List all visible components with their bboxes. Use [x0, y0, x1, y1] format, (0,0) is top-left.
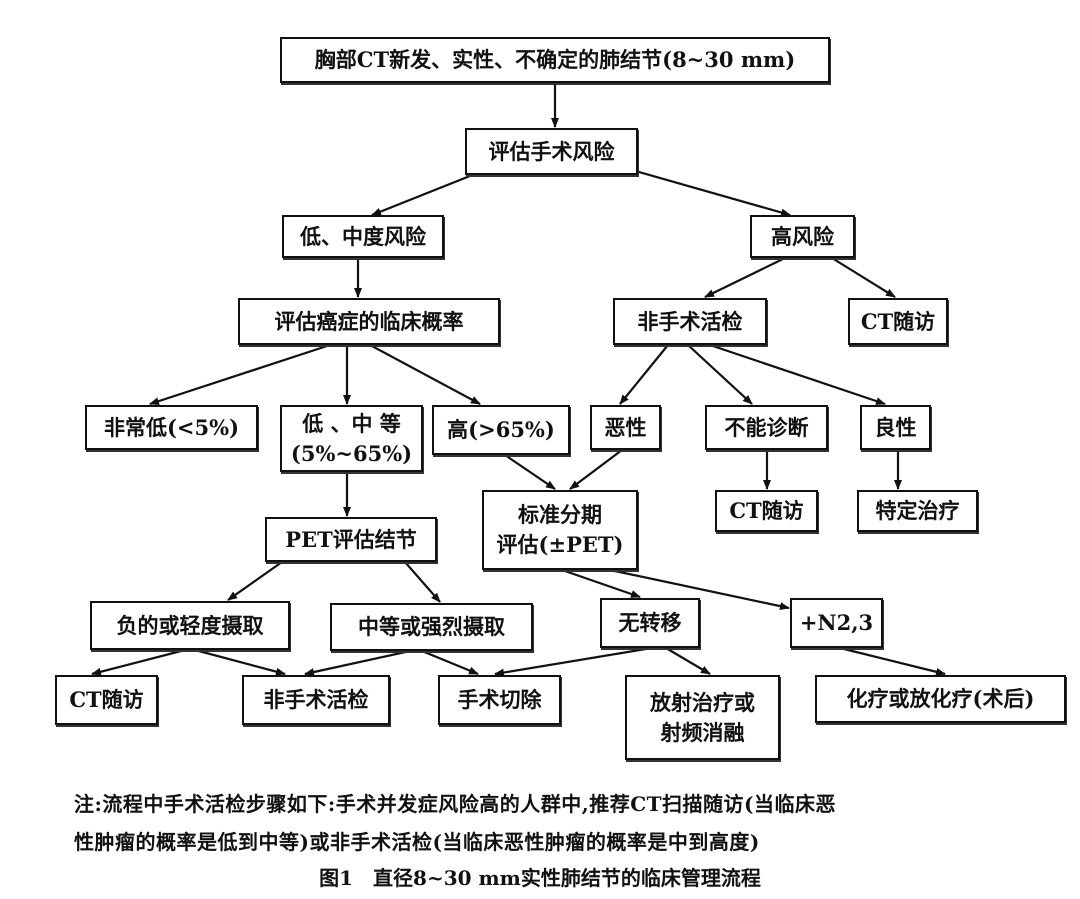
node-very-low: 非常低(<5%) — [85, 405, 258, 450]
node-ct-follow-top: CT随访 — [848, 298, 948, 345]
arrow-high-biopsy — [704, 257, 786, 298]
node-specific-treatment: 特定治疗 — [857, 490, 978, 532]
node-staging: 标准分期 评估(±PET) — [482, 490, 638, 570]
arrow-nomet-radio — [665, 647, 711, 675]
arrow-highprob-staging — [504, 454, 556, 490]
arrow-prob-verylow — [149, 343, 331, 406]
low-mid-line2: (5%~65%) — [290, 440, 413, 466]
arrow-neg-biopsy — [194, 648, 286, 676]
arrow-nomet-resection — [494, 646, 653, 677]
arrow-staging-nomet — [561, 568, 641, 599]
node-malignant: 恶性 — [590, 405, 661, 450]
node-high-risk: 高风险 — [750, 215, 855, 258]
arrow-pet-neg — [227, 561, 283, 601]
node-low-mid-risk: 低、中度风险 — [282, 215, 444, 258]
node-pet-assess: PET评估结节 — [265, 517, 437, 562]
node-radiotherapy-ablation: 放射治疗或 射频消融 — [625, 675, 780, 760]
arrow-staging-n23 — [609, 568, 790, 611]
note-line-2: 性肿瘤的概率是低到中等)或非手术活检(当临床恶性肿瘤的概率是中到高度) — [74, 830, 760, 854]
arrow-pet-mod — [404, 561, 441, 603]
radio-line1: 放射治疗或 — [650, 689, 755, 715]
figure-caption: 图1 直径8~30 mm实性肺结节的临床管理流程 — [319, 866, 761, 890]
staging-line1: 标准分期 — [518, 502, 602, 527]
arrow-biopsy-nondiag — [687, 344, 753, 405]
low-mid-line1: 低 、中 等 — [302, 410, 401, 436]
node-n2-3: +N2,3 — [790, 598, 883, 648]
node-nondiagnostic: 不能诊断 — [705, 405, 828, 450]
arrow-malignant-staging — [569, 449, 623, 490]
arrow-neg-ct — [91, 648, 186, 676]
node-start: 胸部CT新发、实性、不确定的肺结节(8~30 mm) — [280, 37, 830, 83]
arrow-risk-low-mid — [371, 166, 491, 217]
node-high-probability: 高(>65%) — [432, 405, 570, 455]
node-ct-follow-bottom: CT随访 — [55, 675, 158, 725]
arrow-mod-resection — [421, 649, 479, 676]
node-nonsurgical-biopsy-top: 非手术活检 — [613, 298, 767, 345]
arrow-n23-chemo — [839, 646, 946, 676]
arrow-mod-biopsy — [304, 649, 411, 676]
node-surgical-resection: 手术切除 — [438, 675, 561, 725]
node-assess-probability: 评估癌症的临床概率 — [238, 298, 500, 345]
node-assess-risk: 评估手术风险 — [465, 128, 638, 175]
node-low-mid-probability: 低 、中 等 (5%~65%) — [280, 405, 423, 472]
arrow-biopsy-malignant — [619, 344, 669, 405]
note-line-1: 注:流程中手术活检步骤如下:手术并发症风险高的人群中,推荐CT扫描随访(当临床恶 — [74, 792, 836, 816]
node-moderate-strong-uptake: 中等或强烈摄取 — [330, 603, 533, 651]
node-ct-follow-mid: CT随访 — [715, 490, 818, 532]
staging-line2: 评估(±PET) — [496, 532, 624, 557]
node-chemo: 化疗或放化疗(术后) — [815, 675, 1066, 723]
arrow-prob-high — [369, 344, 481, 405]
node-no-metastasis: 无转移 — [600, 598, 700, 648]
arrow-high-ct — [831, 257, 896, 298]
radio-line2: 射频消融 — [660, 719, 745, 745]
arrow-risk-high — [624, 166, 791, 217]
node-negative-mild-uptake: 负的或轻度摄取 — [90, 601, 290, 650]
node-benign: 良性 — [860, 405, 931, 450]
node-nonsurgical-biopsy-bottom: 非手术活检 — [242, 675, 390, 725]
arrow-biopsy-benign — [709, 343, 886, 406]
